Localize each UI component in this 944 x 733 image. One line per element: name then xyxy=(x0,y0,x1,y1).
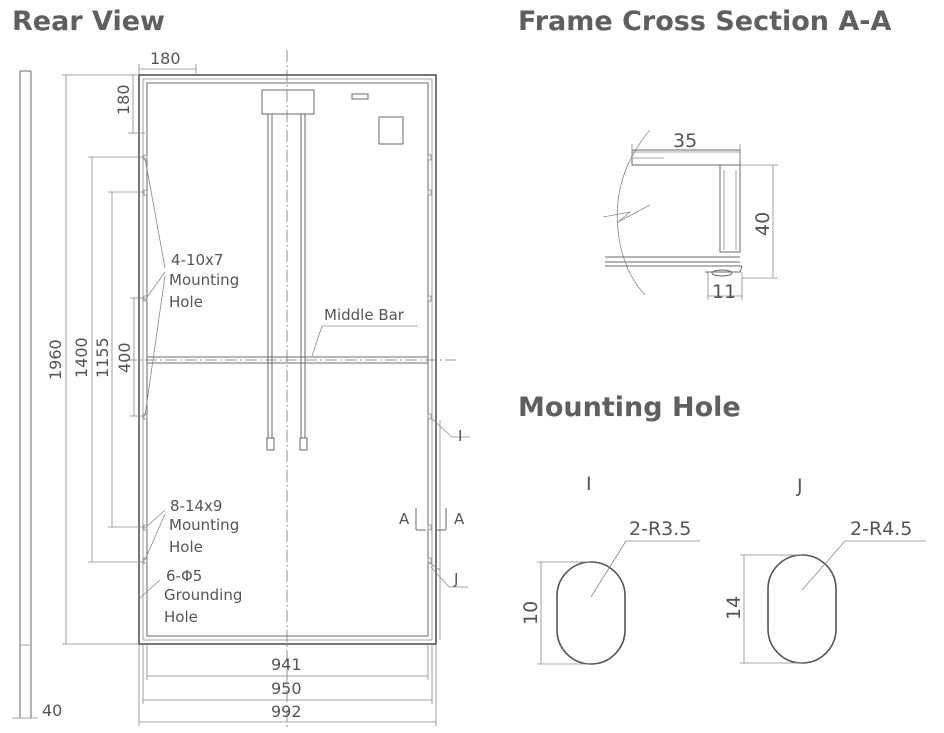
section-A-left: A xyxy=(399,510,410,528)
mounting-hole-heading: Mounting Hole xyxy=(518,392,741,423)
mounting-hole-J: J 2-R4.5 14 xyxy=(723,475,926,664)
marker-I: I xyxy=(458,427,462,445)
callout-4-holes-line2: Mounting xyxy=(169,271,239,289)
callout-8-holes: 8-14x9 xyxy=(170,497,222,515)
callout-grounding-line2: Grounding xyxy=(164,586,242,604)
hole-I-radius: 2-R3.5 xyxy=(629,518,691,540)
leader-J xyxy=(430,566,450,588)
hole-I-label: I xyxy=(586,473,592,495)
dim-180-top-label: 180 xyxy=(150,49,181,68)
dim-180-top xyxy=(138,64,197,75)
dim-941-label: 941 xyxy=(271,655,302,674)
callout-8-holes-line3: Hole xyxy=(169,538,203,556)
dim-1960 xyxy=(62,74,139,645)
dim-400-label: 400 xyxy=(115,342,134,373)
dim-1155 xyxy=(108,191,144,528)
cables xyxy=(266,114,308,451)
hole-J-radius: 2-R4.5 xyxy=(850,518,912,540)
junction-box xyxy=(261,89,315,115)
dim-400 xyxy=(130,297,144,417)
dim-1960-label: 1960 xyxy=(46,339,65,380)
flange-slot xyxy=(711,269,733,277)
dim-bottom-widths xyxy=(138,644,437,726)
dim-35-label: 35 xyxy=(673,130,697,152)
callout-grounding: 6-Φ5 xyxy=(166,567,202,585)
middle-bar-label: Middle Bar xyxy=(324,306,405,324)
break-arc xyxy=(616,129,651,296)
dim-1400-label: 1400 xyxy=(72,337,91,378)
section-A-right: A xyxy=(454,510,465,528)
nameplate-marker xyxy=(351,93,369,100)
leader-I xyxy=(430,417,453,438)
callout-4-holes-line3: Hole xyxy=(169,293,203,311)
dim-40-label: 40 xyxy=(752,212,774,236)
dim-992-label: 992 xyxy=(271,702,302,721)
hole-J-label: J xyxy=(796,475,803,497)
rear-view-heading: Rear View xyxy=(12,6,165,37)
dim-1400 xyxy=(88,156,144,563)
callout-8-holes-line2: Mounting xyxy=(169,516,239,534)
mounting-hole-I: I 2-R3.5 10 xyxy=(520,473,700,665)
frame-bottom-flange xyxy=(705,265,743,273)
frame-cross-section-drawing: 35 40 11 xyxy=(602,129,778,303)
dim-1155-label: 1155 xyxy=(93,337,112,378)
hole-J-height: 14 xyxy=(723,596,745,620)
hole-I-height: 10 xyxy=(520,601,542,625)
marker-J: J xyxy=(453,570,458,588)
hole-I-outline xyxy=(556,561,626,665)
dim-180-side-label: 180 xyxy=(114,84,133,115)
callout-grounding-line3: Hole xyxy=(164,608,198,626)
label-plate xyxy=(378,116,404,145)
section-a-marks xyxy=(415,508,447,531)
module-frame xyxy=(138,74,437,645)
dim-180-side xyxy=(128,75,145,134)
rear-view-drawing: 180 180 1960 1400 1155 400 941 950 992 4… xyxy=(12,49,470,728)
dim-40-label: 40 xyxy=(42,701,62,720)
dim-950-label: 950 xyxy=(271,679,302,698)
hole-J-outline xyxy=(767,554,837,664)
callout-4-holes: 4-10x7 xyxy=(171,251,223,269)
break-symbol xyxy=(602,204,651,223)
frame-body xyxy=(719,165,741,253)
dim-11-label: 11 xyxy=(712,281,736,303)
side-profile xyxy=(12,70,38,719)
callout-leaders xyxy=(139,157,166,599)
middle-bar xyxy=(125,325,456,364)
frame-cross-section-heading: Frame Cross Section A-A xyxy=(518,6,892,37)
